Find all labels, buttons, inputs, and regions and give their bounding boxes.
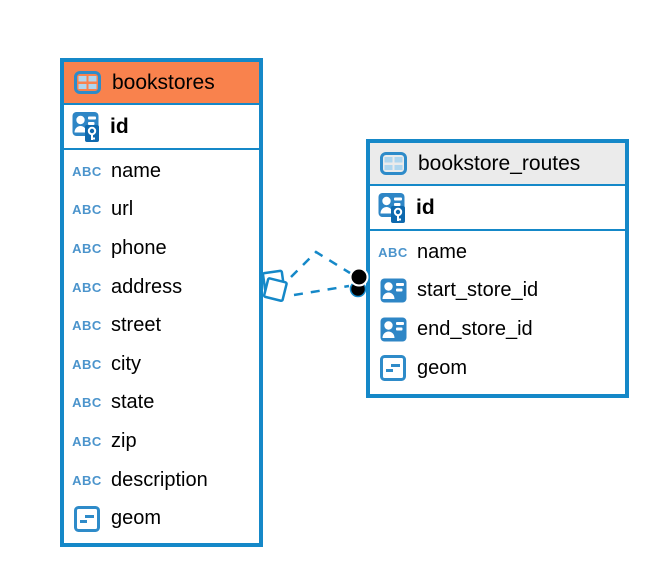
column-row-city[interactable]: ABC city — [64, 345, 259, 384]
geometry-column-icon — [72, 505, 102, 532]
table-bookstores[interactable]: bookstores id ABC — [60, 58, 263, 547]
column-name: geom — [417, 356, 468, 379]
primary-key-icon — [377, 192, 407, 223]
column-name: geom — [111, 507, 162, 530]
column-row-zip[interactable]: ABC zip — [64, 422, 259, 461]
column-row-street[interactable]: ABC street — [64, 306, 259, 345]
column-name: url — [111, 198, 134, 221]
column-name: end_store_id — [417, 317, 533, 340]
column-row-phone[interactable]: ABC phone — [64, 229, 259, 268]
column-row-name[interactable]: ABC name — [370, 233, 625, 272]
table-header-bookstores[interactable]: bookstores — [64, 62, 259, 105]
column-list: ABC name start_store_id — [370, 231, 625, 387]
text-column-icon: ABC — [72, 163, 102, 179]
text-column-icon: ABC — [72, 472, 102, 488]
relationship-line-lower — [293, 284, 350, 297]
column-row-geom[interactable]: geom — [64, 499, 259, 538]
column-name: phone — [111, 236, 167, 259]
column-name: id — [110, 114, 129, 138]
column-name: street — [111, 314, 162, 337]
reference-column-icon — [378, 278, 408, 303]
column-row-address[interactable]: ABC address — [64, 268, 259, 307]
column-row-end-store-id[interactable]: end_store_id — [370, 310, 625, 349]
column-name: description — [111, 468, 208, 491]
text-column-icon: ABC — [72, 318, 102, 334]
primary-key-icon — [71, 111, 101, 142]
table-header-bookstore-routes[interactable]: bookstore_routes — [370, 143, 625, 186]
column-name: start_store_id — [417, 279, 539, 302]
column-name: zip — [111, 429, 137, 452]
column-row-description[interactable]: ABC description — [64, 461, 259, 500]
column-row-id[interactable]: id — [370, 186, 625, 231]
diamond-marker — [261, 269, 288, 303]
table-title: bookstores — [112, 70, 215, 94]
column-row-id[interactable]: id — [64, 105, 259, 150]
reference-column-icon — [378, 317, 408, 342]
column-name: state — [111, 391, 155, 414]
dot-marker — [349, 267, 369, 298]
column-name: name — [111, 159, 162, 182]
text-column-icon: ABC — [72, 395, 102, 411]
text-column-icon: ABC — [72, 240, 102, 256]
table-icon — [378, 152, 408, 175]
table-icon — [72, 71, 102, 94]
table-title: bookstore_routes — [418, 151, 581, 175]
column-name: address — [111, 275, 183, 298]
geometry-column-icon — [378, 355, 408, 382]
text-column-icon: ABC — [72, 433, 102, 449]
text-column-icon: ABC — [378, 244, 408, 260]
column-name: id — [416, 195, 435, 219]
column-row-geom[interactable]: geom — [370, 349, 625, 388]
column-row-url[interactable]: ABC url — [64, 191, 259, 230]
column-name: city — [111, 352, 141, 375]
column-row-name[interactable]: ABC name — [64, 152, 259, 191]
text-column-icon: ABC — [72, 279, 102, 295]
column-list: ABC name ABC url ABC phone ABC address A… — [64, 150, 259, 538]
column-name: name — [417, 240, 468, 263]
table-bookstore-routes[interactable]: bookstore_routes id ABC — [366, 139, 629, 398]
relationship-line-upper — [290, 250, 351, 278]
text-column-icon: ABC — [72, 356, 102, 372]
text-column-icon: ABC — [72, 202, 102, 218]
column-row-state[interactable]: ABC state — [64, 384, 259, 423]
column-row-start-store-id[interactable]: start_store_id — [370, 272, 625, 311]
